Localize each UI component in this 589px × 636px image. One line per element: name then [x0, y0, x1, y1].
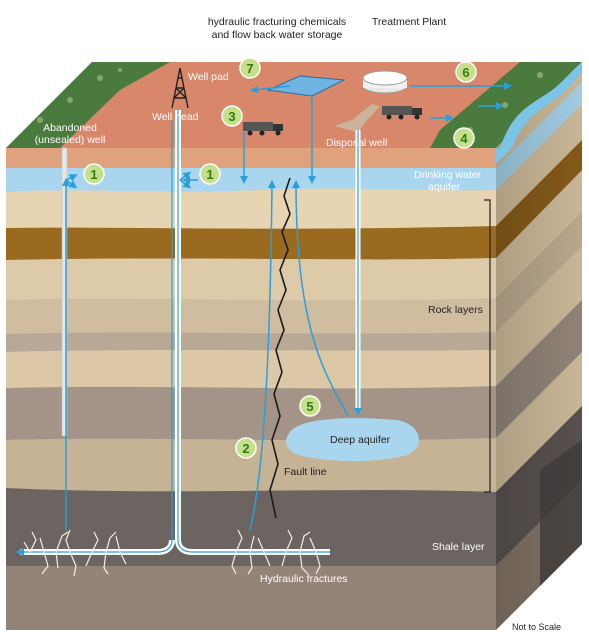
marker-5: 5 [299, 395, 321, 417]
svg-text:5: 5 [306, 399, 313, 414]
label-abandoned-1: Abandoned [43, 122, 97, 134]
well-head-tower [171, 67, 189, 109]
label-chemicals-2: and flow back water storage [212, 29, 343, 41]
drinking-water-aquifer [6, 168, 496, 192]
marker-4: 4 [453, 127, 475, 149]
label-hydraulic-fractures: Hydraulic fractures [260, 573, 348, 585]
abandoned-well [61, 147, 68, 437]
fault-line [269, 177, 291, 519]
label-drinking-2: aquifer [428, 181, 461, 193]
labels: hydraulic fracturing chemicals and flow … [35, 16, 561, 632]
label-abandoned-2: (unsealed) well [35, 134, 106, 146]
svg-text:1: 1 [206, 167, 213, 182]
top-surface [6, 62, 582, 164]
brown-rock-band [6, 226, 496, 260]
marker-3: 3 [221, 105, 243, 127]
label-shale-layer: Shale layer [432, 541, 485, 553]
label-well-pad: Well pad [188, 71, 229, 83]
svg-text:3: 3 [228, 109, 235, 124]
svg-text:1: 1 [90, 167, 97, 182]
label-treatment-plant: Treatment Plant [372, 16, 446, 28]
label-not-to-scale: Not to Scale [512, 622, 561, 632]
svg-text:4: 4 [460, 131, 468, 146]
svg-text:6: 6 [462, 65, 469, 80]
label-rock-layers: Rock layers [428, 304, 483, 316]
right-side-face [496, 62, 582, 630]
marker-2: 2 [235, 437, 257, 459]
rock-layers-bracket [484, 199, 491, 493]
truck-well-pad [243, 122, 283, 136]
deep-aquifer-shape [286, 418, 419, 462]
marker-7: 7 [239, 57, 261, 79]
marker-1a: 1 [83, 163, 105, 185]
hydraulic-fracture-network [23, 529, 321, 577]
river [500, 62, 582, 148]
well-bore [177, 110, 330, 553]
label-chemicals-1: hydraulic fracturing chemicals [208, 16, 346, 28]
label-deep-aquifer: Deep aquifer [330, 434, 391, 446]
label-well-head: Well head [152, 111, 199, 123]
truck-treatment-plant [382, 106, 422, 120]
grass-left [6, 62, 170, 148]
flow-arrows [62, 82, 512, 531]
disposal-well-pad [334, 104, 380, 132]
soil-layer [6, 148, 496, 168]
label-drinking-1: Drinking water [414, 169, 482, 181]
svg-text:7: 7 [246, 61, 253, 76]
treatment-plant-tank [362, 70, 408, 94]
label-disposal-well: Disposal well [326, 137, 387, 149]
marker-6: 6 [455, 61, 477, 83]
storage-pond [266, 75, 346, 97]
svg-text:2: 2 [242, 441, 249, 456]
label-fault-line: Fault line [284, 466, 327, 478]
markers: 1 1 2 3 4 5 6 7 [83, 57, 477, 459]
marker-1b: 1 [199, 163, 221, 185]
front-face [6, 148, 496, 630]
wells [16, 110, 362, 556]
